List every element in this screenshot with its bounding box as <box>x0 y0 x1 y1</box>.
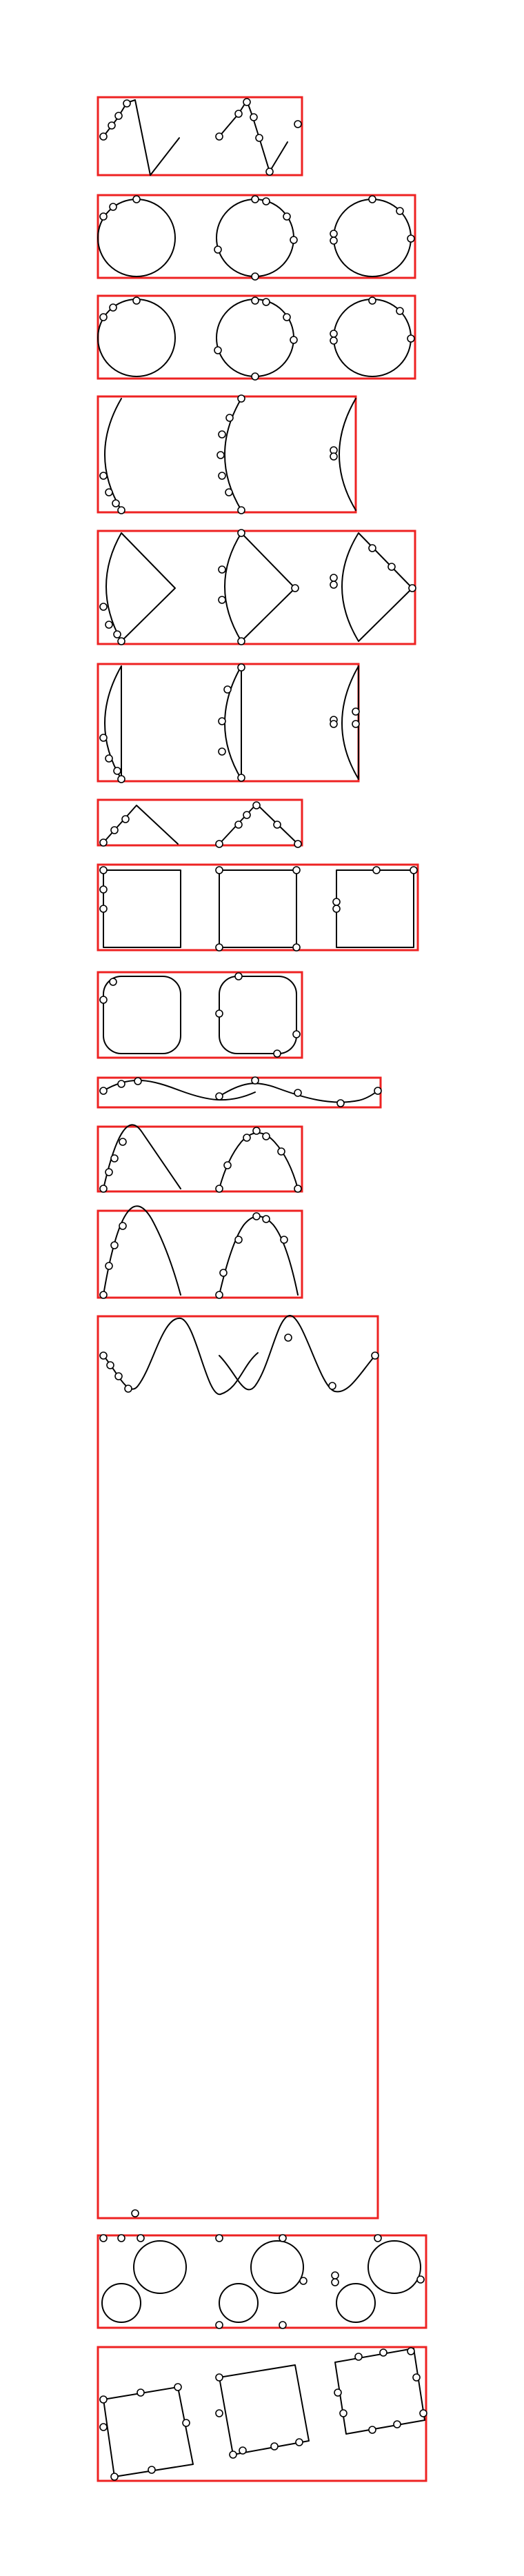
panel-circle-groups <box>97 2234 427 2329</box>
hump-shape <box>103 1124 181 1189</box>
control-points <box>99 195 415 281</box>
panel-rounded-square <box>97 971 303 1059</box>
wave-shape <box>103 1079 256 1101</box>
rounded-square-shape <box>103 976 181 1054</box>
panel-frame <box>97 2346 427 2482</box>
circle-shape <box>219 2283 259 2323</box>
square-shape <box>219 869 297 948</box>
panel-tall-hump-curve <box>97 1205 303 1299</box>
control-points <box>99 866 418 952</box>
arc-shape <box>339 398 356 511</box>
rounded-square-shape <box>219 976 297 1054</box>
polyline-shape <box>219 100 288 172</box>
rotated-square-shape <box>103 2386 194 2477</box>
control-points <box>99 98 302 176</box>
panel-tall-wave <box>97 1314 379 2220</box>
square-shape <box>103 869 181 948</box>
panel-frame <box>97 798 303 847</box>
panel-hump-curve <box>97 1124 303 1193</box>
panel-frame <box>97 1315 379 2220</box>
control-points <box>99 2347 427 2481</box>
panel-frame <box>97 1209 303 1299</box>
panel-frame <box>97 663 360 783</box>
panel-frame <box>97 1125 303 1193</box>
panel-rotated-squares <box>97 2346 427 2482</box>
chord-shape <box>104 665 122 780</box>
chord-shape <box>341 665 359 780</box>
hump-shape <box>103 1205 181 1296</box>
wave-shape <box>103 1317 259 1396</box>
control-points <box>99 1127 302 1193</box>
control-points <box>99 529 416 645</box>
control-points <box>99 1212 288 1299</box>
panel-open-arc <box>97 394 357 514</box>
panel-frame <box>97 395 357 514</box>
circle-shape <box>250 2240 304 2294</box>
control-points <box>99 2234 425 2329</box>
circle-shape <box>216 299 294 377</box>
square-shape <box>336 869 414 948</box>
wedge-shape <box>105 532 176 642</box>
control-points <box>99 972 301 1058</box>
control-points <box>99 1334 379 2217</box>
polyline-shape <box>103 805 179 845</box>
rotated-square-shape <box>219 2364 310 2455</box>
arc-shape <box>104 398 122 511</box>
arc-shape <box>224 398 242 511</box>
control-points <box>99 394 338 514</box>
control-points <box>99 1076 382 1107</box>
circle-shape <box>97 199 176 277</box>
panel-frame <box>97 2234 427 2329</box>
panel-polyline-zigzag <box>97 96 303 177</box>
control-points <box>99 296 415 381</box>
circle-shape <box>133 2240 187 2294</box>
panel-frame <box>97 971 303 1059</box>
panel-chord-segment <box>97 663 360 783</box>
wave-shape <box>219 1314 376 1393</box>
rotated-square-shape <box>334 2348 425 2435</box>
panel-square <box>97 863 419 952</box>
panel-pie-wedge <box>97 529 416 645</box>
wave-shape <box>219 1083 379 1103</box>
circle-shape <box>101 2283 141 2323</box>
polyline-shape <box>219 803 299 845</box>
panel-frame <box>97 96 303 177</box>
panel-peak-polyline <box>97 798 303 848</box>
panel-frame <box>97 294 416 380</box>
polyline-shape <box>103 99 180 176</box>
panel-sine-flat <box>97 1076 382 1109</box>
control-points <box>99 801 302 848</box>
control-points <box>99 663 360 783</box>
hump-shape <box>219 1216 299 1296</box>
circle-shape <box>216 199 294 277</box>
panel-circle-points-repeat <box>97 294 416 381</box>
wedge-shape <box>224 532 296 642</box>
panel-frame <box>97 863 419 952</box>
chord-shape <box>224 665 242 780</box>
panel-circle-points <box>97 194 416 281</box>
panel-frame <box>97 194 416 279</box>
circle-shape <box>367 2240 421 2294</box>
wedge-shape <box>341 532 413 642</box>
circle-shape <box>336 2283 376 2323</box>
circle-shape <box>97 299 176 377</box>
hump-shape <box>219 1132 299 1189</box>
